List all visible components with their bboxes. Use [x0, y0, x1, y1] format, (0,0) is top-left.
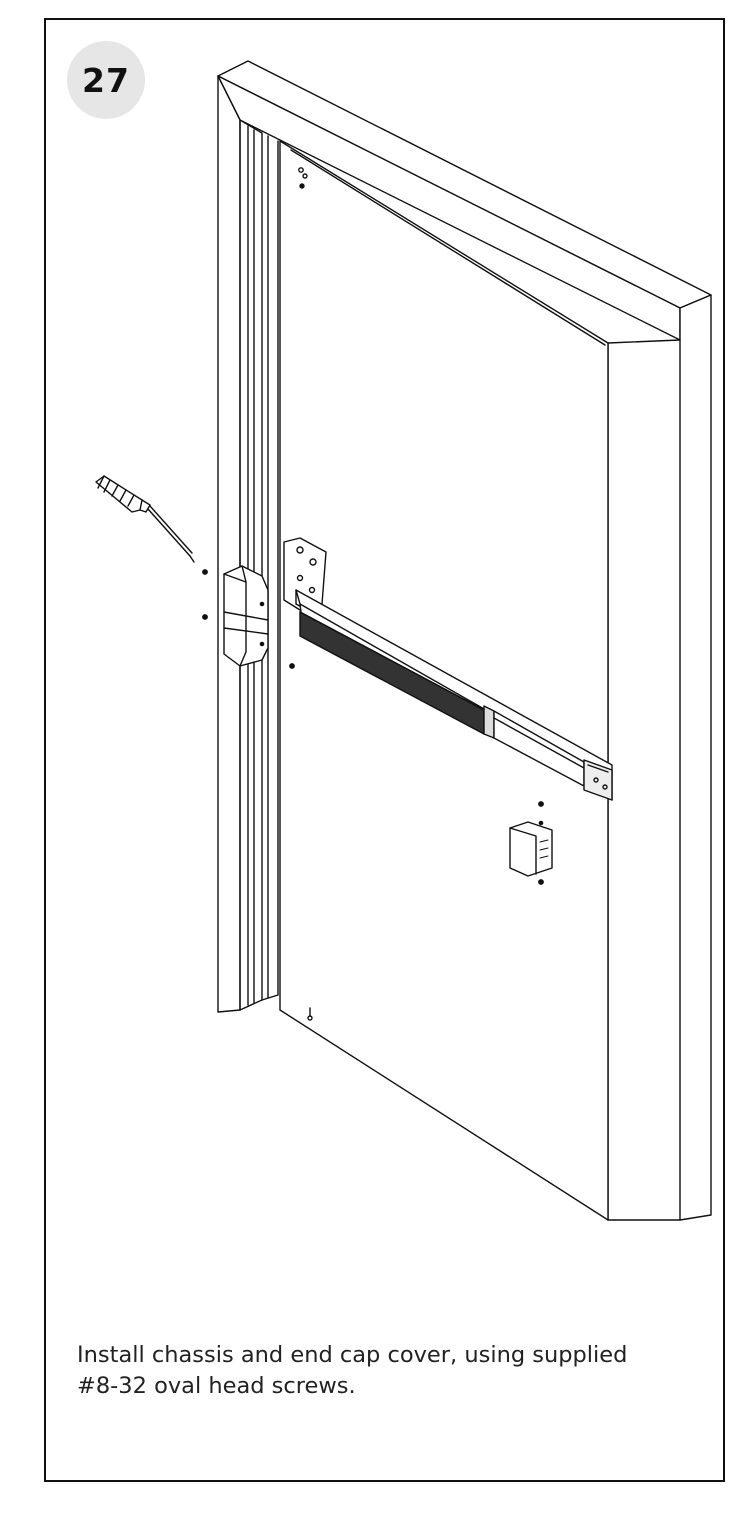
- end-cap-cover: [510, 821, 552, 884]
- step-number: 27: [82, 60, 130, 100]
- door-frame: [218, 61, 711, 1220]
- instruction-caption: Install chassis and end cap cover, using…: [77, 1340, 697, 1402]
- caption-line-2: #8-32 oval head screws.: [77, 1373, 356, 1399]
- chassis-cover: [224, 566, 268, 666]
- caption-line-1: Install chassis and end cap cover, using…: [77, 1342, 628, 1368]
- exit-device-rail: [284, 538, 612, 806]
- step-number-badge: 27: [67, 41, 145, 119]
- screws: [203, 570, 294, 668]
- screwdriver: [96, 476, 194, 562]
